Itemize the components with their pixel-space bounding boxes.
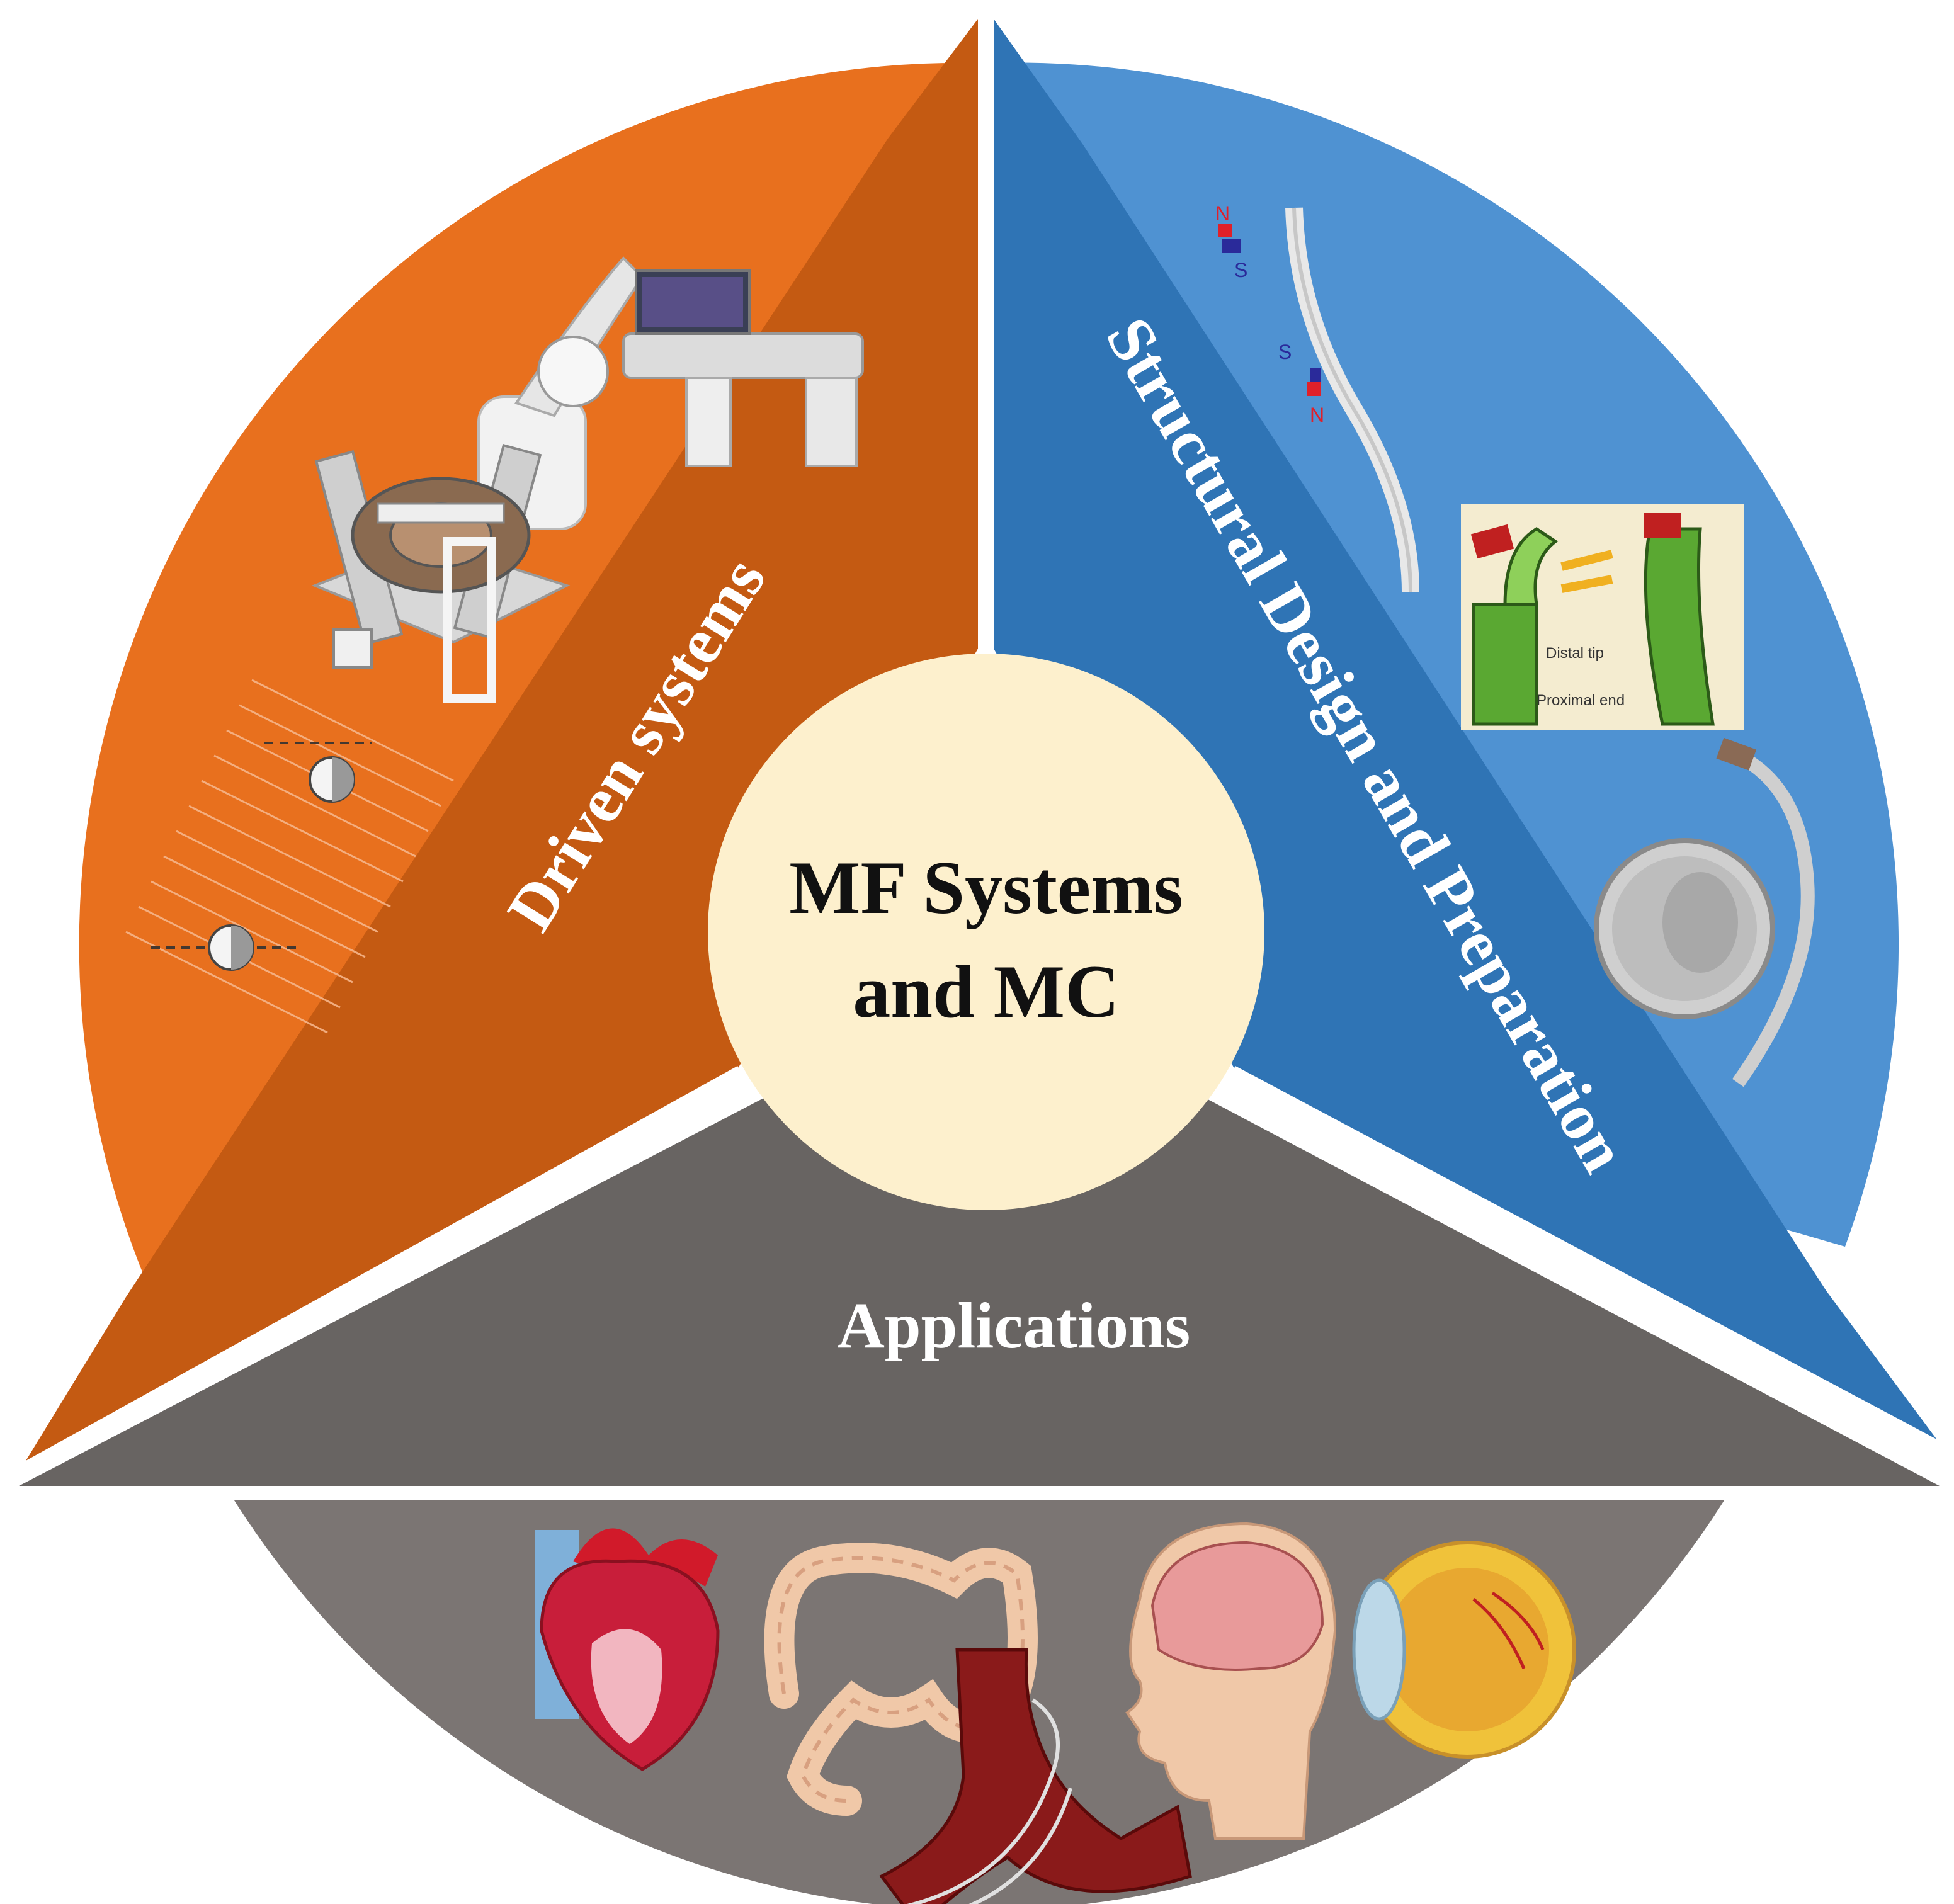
center-title-line1: MF Systems (789, 846, 1183, 929)
magnet-top-s-label: S (1234, 259, 1247, 281)
magnetic-catheter-icon (1218, 207, 1419, 592)
separator-left (13, 1066, 742, 1476)
field-dipole-half-2 (231, 926, 253, 970)
coin-catheter-icon (1594, 737, 1815, 1087)
separators (9, 13, 1946, 1499)
heart-icon (535, 1528, 720, 1771)
catheter-tip-diagram-icon (1461, 504, 1744, 730)
field-dipole-half-1 (332, 757, 354, 802)
center-circle (708, 654, 1264, 1210)
magnet-top-n-label: N (1215, 202, 1230, 225)
electromagnetic-coil-system-icon (311, 443, 571, 703)
center-title-line2: and MC (853, 949, 1119, 1033)
bottom-triangle (19, 982, 1940, 1486)
magnet-mid-s-label: S (1278, 341, 1292, 363)
left-sector-dark (19, 19, 978, 1472)
blood-vessel-icon (879, 1648, 1192, 1904)
applications-label: Applications (838, 1289, 1191, 1362)
robotic-c-arm-icon (477, 256, 864, 530)
proximal-end-label: Proximal end (1537, 692, 1625, 709)
eye-icon (1352, 1541, 1576, 1759)
brain-head-icon (1125, 1522, 1337, 1840)
distal-tip-label: Distal tip (1546, 645, 1604, 662)
separator-right (1230, 1065, 1945, 1453)
magnet-mid-n-label: N (1310, 404, 1324, 426)
right-sector-dark (994, 19, 1940, 1443)
